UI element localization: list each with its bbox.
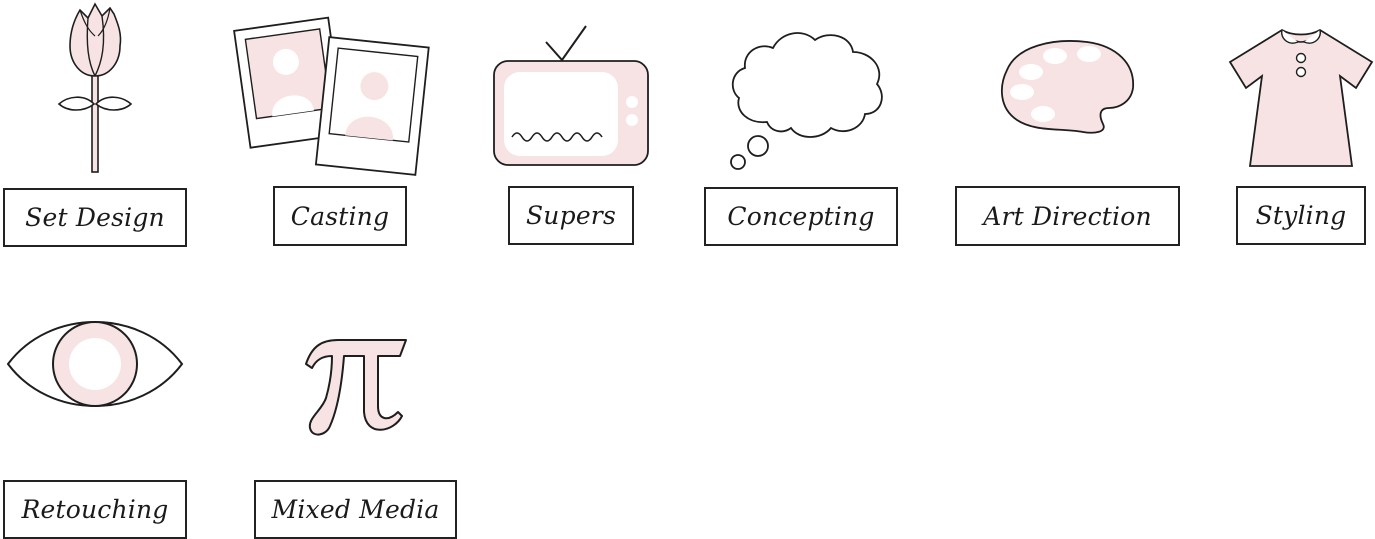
rose-icon	[57, 2, 133, 173]
service-label: Styling	[1236, 186, 1366, 245]
service-label: Set Design	[3, 188, 187, 247]
service-label: Retouching	[3, 480, 187, 539]
paint-palette-icon	[1001, 40, 1134, 134]
television-icon	[493, 25, 649, 166]
pi-symbol-icon	[305, 339, 407, 436]
service-label: Concepting	[704, 187, 898, 246]
thought-bubble-icon	[730, 32, 883, 170]
polaroid-photos-icon	[233, 16, 430, 176]
eye-icon	[6, 321, 184, 407]
service-label: Supers	[508, 186, 634, 245]
service-label: Mixed Media	[254, 480, 457, 539]
service-label: Art Direction	[955, 186, 1180, 246]
service-label: Casting	[273, 186, 407, 246]
dress-icon	[1228, 28, 1374, 167]
